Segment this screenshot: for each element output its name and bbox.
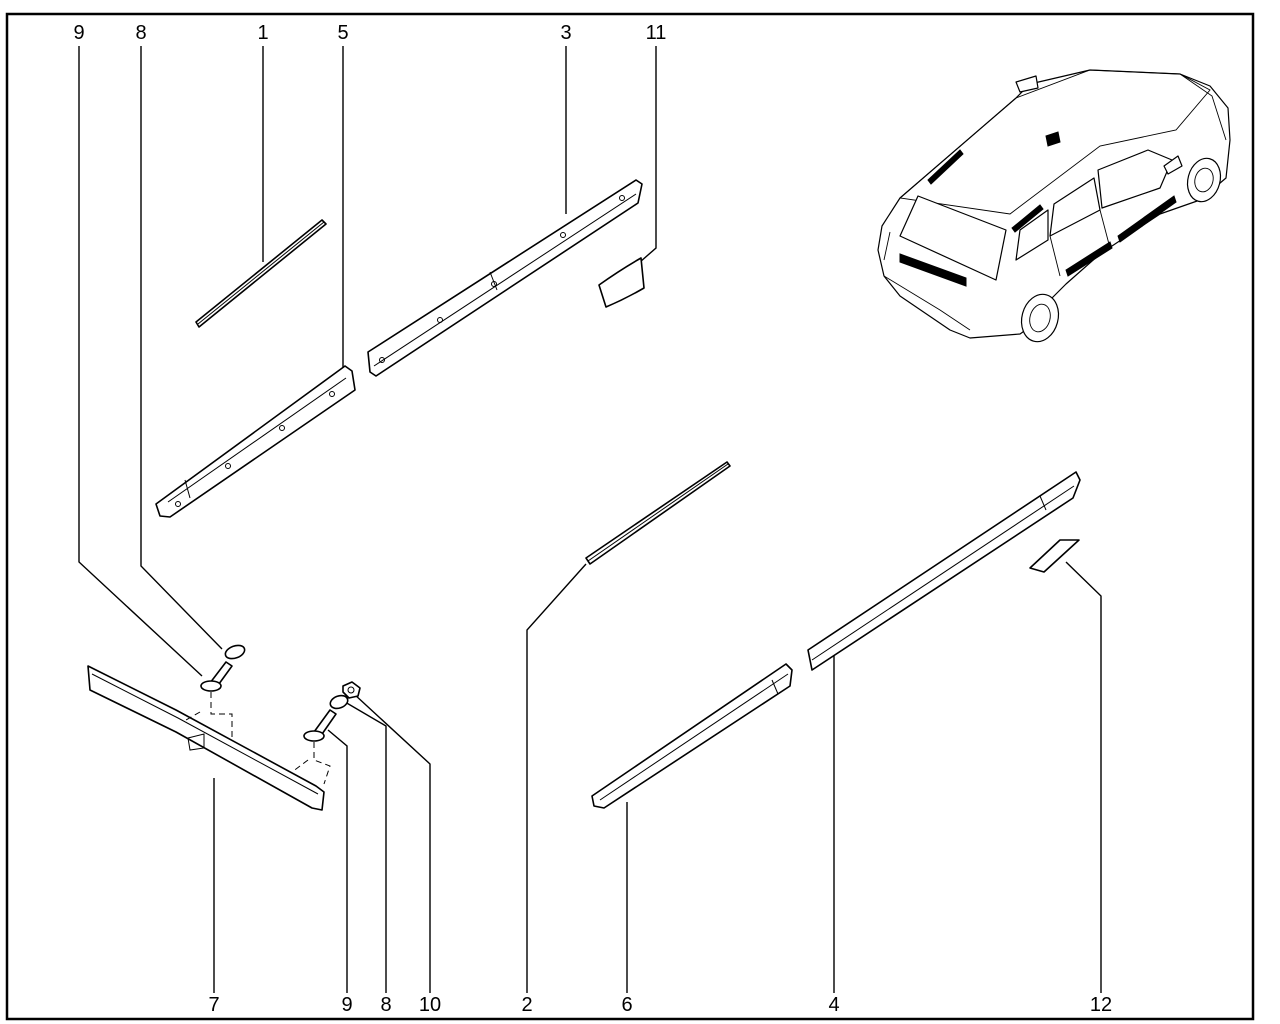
callout-10: 10	[419, 994, 441, 1016]
part-3-door-moulding	[367, 179, 643, 377]
part-5-door-moulding	[155, 365, 356, 518]
callout-12: 12	[1090, 994, 1112, 1016]
part-1-window-strip	[195, 219, 327, 328]
leader-12	[1065, 561, 1102, 993]
leader-11	[639, 46, 657, 263]
callout-8-top: 8	[135, 22, 146, 44]
leader-10	[353, 693, 431, 993]
callout-7: 7	[208, 994, 219, 1016]
callout-3: 3	[560, 22, 571, 44]
leader-8-top	[140, 46, 223, 650]
part-7-tailgate-trim	[87, 665, 325, 811]
leader-9-top	[78, 46, 203, 677]
callout-1: 1	[257, 22, 268, 44]
leader-8-bottom	[344, 701, 387, 993]
part-8-washer-left	[224, 644, 246, 660]
callout-9-bottom: 9	[341, 994, 352, 1016]
part-6-door-moulding	[591, 663, 793, 809]
callout-4: 4	[828, 994, 839, 1016]
leader-2	[526, 563, 587, 993]
callout-8-bottom: 8	[380, 994, 391, 1016]
part-10-nut	[342, 681, 361, 699]
callout-2: 2	[521, 994, 532, 1016]
diagram-frame	[5, 12, 1255, 1021]
vehicle-reference-drawing	[877, 69, 1231, 343]
part-9-stud-left	[185, 661, 233, 738]
callout-6: 6	[621, 994, 632, 1016]
callout-11: 11	[646, 22, 667, 44]
leader-9-bottom	[327, 729, 348, 993]
callout-5: 5	[337, 22, 348, 44]
part-2-window-strip	[585, 461, 731, 565]
callout-9-top: 9	[73, 22, 84, 44]
part-4-door-moulding	[807, 471, 1081, 671]
part-12-end-cap	[1029, 539, 1080, 573]
part-9-stud-right	[291, 709, 337, 785]
part-8-washer-right	[329, 694, 349, 710]
part-11-end-cap	[598, 257, 645, 308]
